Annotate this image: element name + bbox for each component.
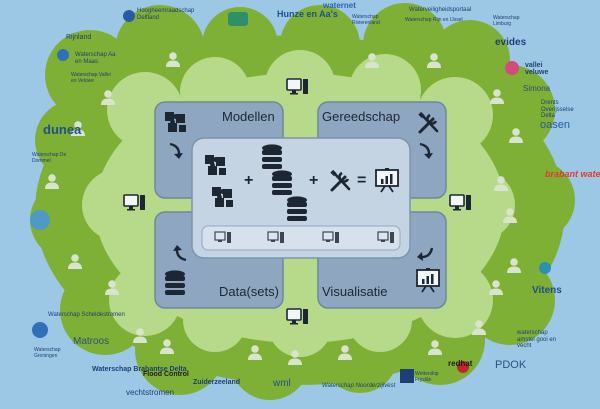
quadrant-label-data: Data(sets) — [219, 284, 279, 299]
logo-pdok: PDOK — [495, 359, 527, 371]
logo-noorderzijlvest: Waterschap Noorderzijlvest — [322, 383, 396, 389]
logo-scheldestromen: Waterschap Scheldestromen — [48, 312, 125, 318]
logo-flood-control: Flood Control — [143, 371, 189, 378]
logo-groningen: Waterschap Groningen — [34, 347, 61, 359]
quadrant-label-visualisatie: Visualisatie — [322, 284, 388, 299]
plus-operator: + — [309, 172, 319, 189]
logo-rivierenland: Waterschap Rivierenland — [352, 14, 380, 26]
logo-evides: evides — [495, 37, 527, 48]
logo-waternet: waternet — [323, 1, 356, 10]
logo-drents-overijsselse-delta: Drents Overijsselse Delta — [541, 100, 574, 120]
logo-vitens: Vitens — [532, 285, 562, 296]
logo-amstel-gooi-vecht: waterschap amstel gooi en vecht — [517, 330, 557, 350]
logo-brabantse-delta: Waterschap Brabantse Delta — [92, 366, 187, 373]
logo-wml: wml — [273, 378, 291, 389]
logo-simona: Simona — [523, 84, 551, 93]
logo-waterveiligheidsportaal: Waterveiligheidsportaal — [409, 7, 472, 13]
equals-operator: = — [357, 172, 367, 189]
logo-redhat: redhat — [448, 359, 473, 368]
logo-wetterskip-fryslan: Wetterskip Fryslân — [415, 371, 439, 383]
logo-dunea: dunea — [43, 122, 82, 138]
logo-aa-en-maas: Waterschap Aa en Maas — [75, 52, 116, 65]
logo-delfland: Hoogheemraadschap Delfland — [137, 8, 195, 21]
plus-operator: + — [244, 172, 254, 189]
logo-vallei-veluwe-top: Waterschap Vallei en Veluwe — [71, 72, 111, 84]
logo-matroos: Matroos — [73, 336, 110, 347]
quadrant-label-gereedschap: Gereedschap — [322, 109, 401, 124]
logo-marks — [30, 10, 551, 383]
logo-de-dommel: Waterschap De Dommel — [32, 152, 67, 164]
logo-vallei-veluwe: vallei veluwe — [525, 62, 549, 77]
quadrant-label-modellen: Modellen — [222, 109, 275, 124]
logo-oasen: oasen — [540, 119, 570, 131]
logo-vechtstromen: vechtstromen — [126, 388, 175, 397]
logo-brabant-water: brabant water — [545, 169, 600, 180]
logo-hunze-en-aas: Hunze en Aa's — [277, 9, 338, 20]
logo-zuiderzeeland: Zuiderzeeland — [193, 379, 241, 386]
computer-strip — [201, 225, 401, 251]
logo-rijnland: Rijnland — [66, 34, 92, 41]
logo-waterschap-limburg: Waterschap Limburg — [493, 15, 520, 27]
logo-rijn-en-ijssel: Waterschap Rijn en IJssel — [405, 17, 463, 23]
